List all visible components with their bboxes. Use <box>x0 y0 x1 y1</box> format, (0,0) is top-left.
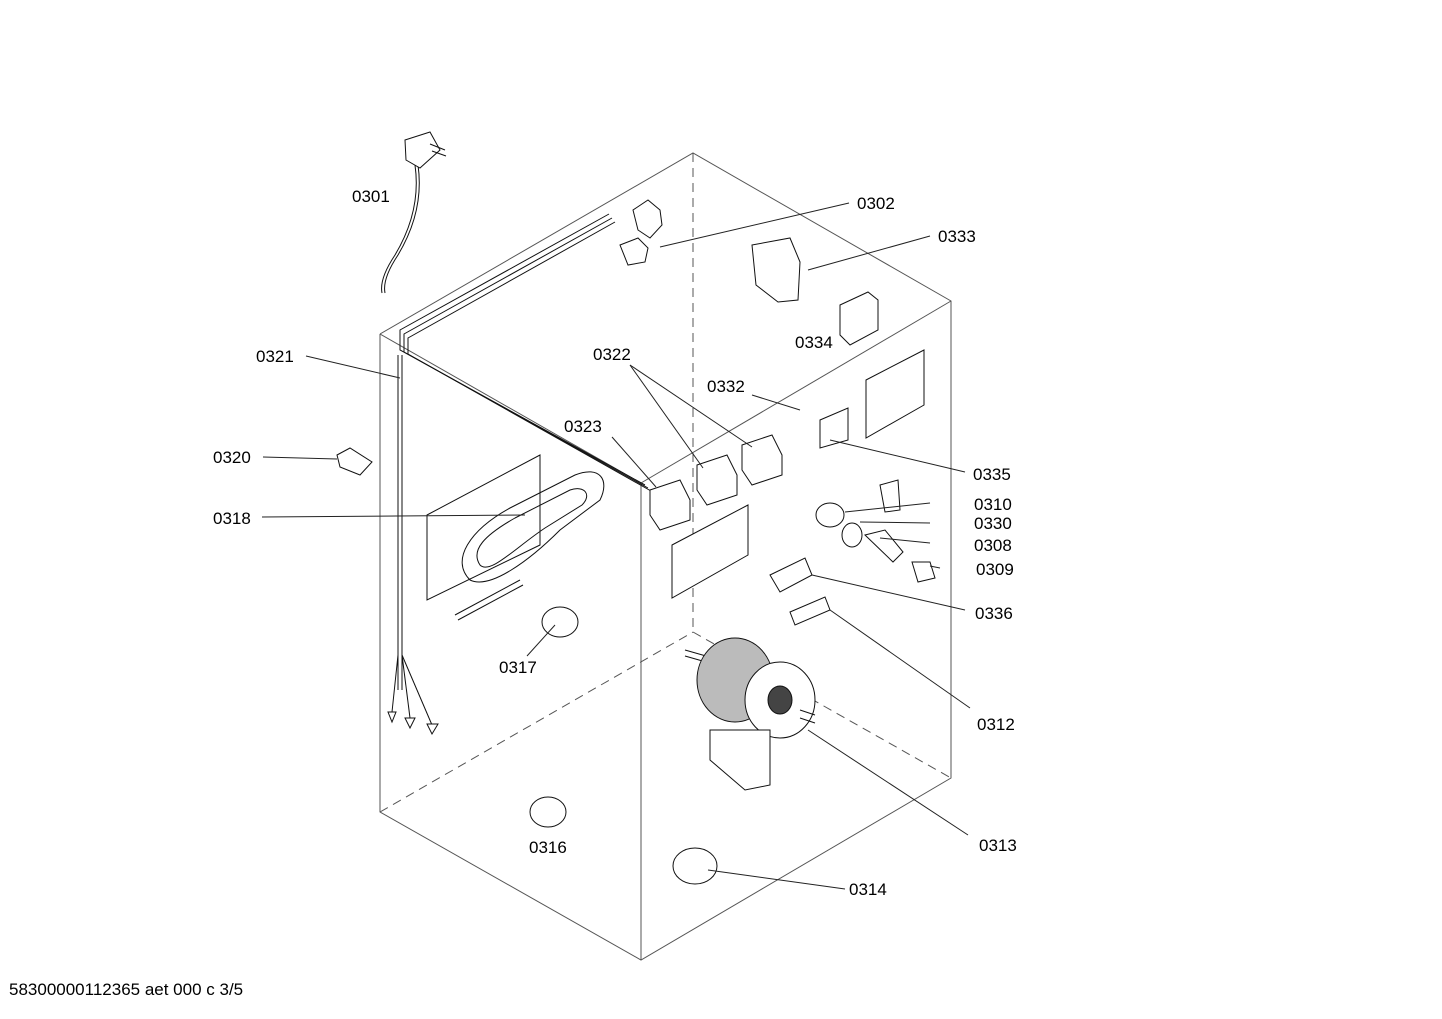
part-labels: 0301 0302 0333 0334 0321 0322 0332 0323 … <box>213 187 1017 899</box>
heating-element <box>426 454 605 621</box>
label-0308: 0308 <box>974 536 1012 555</box>
switches <box>649 434 783 599</box>
power-cord <box>381 131 447 294</box>
label-0316: 0316 <box>529 838 567 857</box>
clip-parts <box>619 199 663 266</box>
terminal-block <box>769 557 831 626</box>
label-0313: 0313 <box>979 836 1017 855</box>
label-0314: 0314 <box>849 880 887 899</box>
label-0312: 0312 <box>977 715 1015 734</box>
lamp-parts <box>815 479 936 583</box>
label-0301: 0301 <box>352 187 390 206</box>
label-0335: 0335 <box>973 465 1011 484</box>
leader-lines <box>261 202 971 890</box>
label-0321: 0321 <box>256 347 294 366</box>
label-0318: 0318 <box>213 509 251 528</box>
label-0330: 0330 <box>974 514 1012 533</box>
document-id-footer: 58300000112365 aet 000 c 3/5 <box>9 980 244 999</box>
label-0323: 0323 <box>564 417 602 436</box>
small-bracket <box>336 447 373 476</box>
label-0333: 0333 <box>938 227 976 246</box>
label-0302: 0302 <box>857 194 895 213</box>
label-0334: 0334 <box>795 333 833 352</box>
label-0320: 0320 <box>213 448 251 467</box>
label-0309: 0309 <box>976 560 1014 579</box>
label-0317: 0317 <box>499 658 537 677</box>
motor <box>684 637 816 791</box>
control-modules <box>751 237 879 346</box>
label-0310: 0310 <box>974 495 1012 514</box>
label-0322: 0322 <box>593 345 631 364</box>
label-0336: 0336 <box>975 604 1013 623</box>
wiring-harness <box>387 213 652 736</box>
rear-panel <box>819 349 925 449</box>
label-0332: 0332 <box>707 377 745 396</box>
thermostats <box>529 606 718 885</box>
